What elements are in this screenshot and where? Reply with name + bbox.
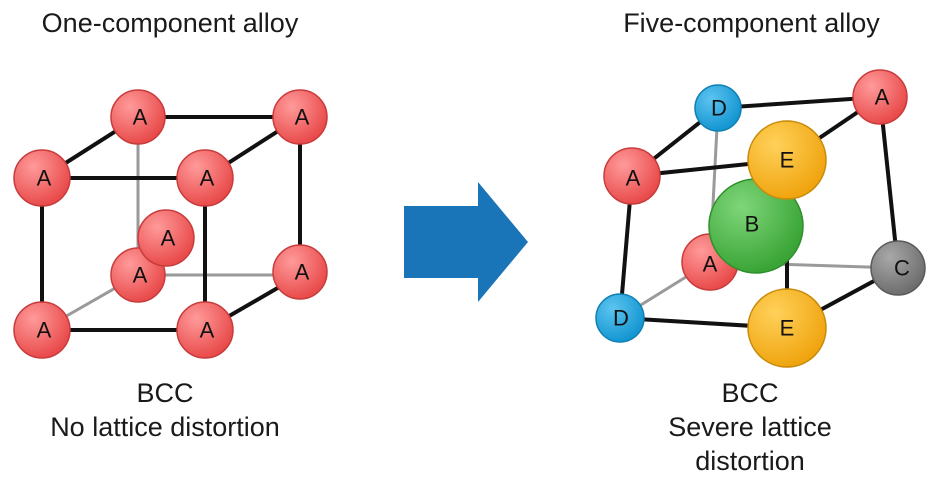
atom-label: D — [711, 96, 727, 121]
atom-A: A — [13, 149, 71, 207]
right-caption-structure: BCC — [721, 378, 779, 408]
atom-label: A — [161, 226, 176, 251]
right-caption-distortion-line2: distortion — [695, 446, 805, 476]
atom-E: E — [747, 288, 827, 368]
atom-label: A — [133, 105, 148, 130]
atom-A: A — [176, 149, 234, 207]
atom-A: A — [110, 89, 166, 145]
atom-C: C — [870, 240, 926, 296]
atom-label: A — [875, 85, 890, 110]
atom-label: A — [295, 260, 310, 285]
right-atoms: D A C A B A E D — [595, 69, 926, 368]
left-caption-structure: BCC — [136, 378, 194, 408]
left-atoms: A A A A A A A A — [13, 89, 328, 359]
atom-label: A — [37, 318, 52, 343]
atom-A: A — [272, 89, 328, 145]
atom-label: A — [295, 105, 310, 130]
right-caption-distortion-line1: Severe lattice — [668, 412, 832, 442]
atom-label: E — [780, 148, 795, 173]
atom-A: A — [272, 244, 328, 300]
atom-D: D — [595, 293, 645, 343]
right-panel-title: Five-component alloy — [623, 8, 880, 38]
right-arrow-icon — [404, 182, 528, 302]
atom-label: A — [200, 166, 215, 191]
atom-label: A — [200, 318, 215, 343]
atom-label: A — [37, 166, 52, 191]
atom-A: A — [13, 301, 71, 359]
atom-label: A — [703, 252, 718, 277]
atom-A: A — [852, 69, 908, 125]
atom-label: C — [894, 256, 910, 281]
atom-A: A — [176, 301, 234, 359]
atom-A: A — [137, 209, 195, 267]
atom-A: A — [603, 147, 661, 205]
atom-D: D — [694, 84, 742, 132]
atom-label: E — [780, 316, 795, 341]
atom-label: B — [745, 212, 760, 237]
atom-E: E — [747, 120, 827, 200]
atom-label: D — [613, 306, 629, 331]
left-panel-title: One-component alloy — [41, 8, 299, 38]
atom-label: A — [133, 263, 148, 288]
right-caption: BCC Severe lattice distortion — [620, 376, 880, 478]
left-caption: BCC No lattice distortion — [0, 376, 330, 444]
left-caption-distortion: No lattice distortion — [50, 412, 280, 442]
atom-label: A — [626, 166, 641, 191]
right-edge — [878, 96, 900, 269]
